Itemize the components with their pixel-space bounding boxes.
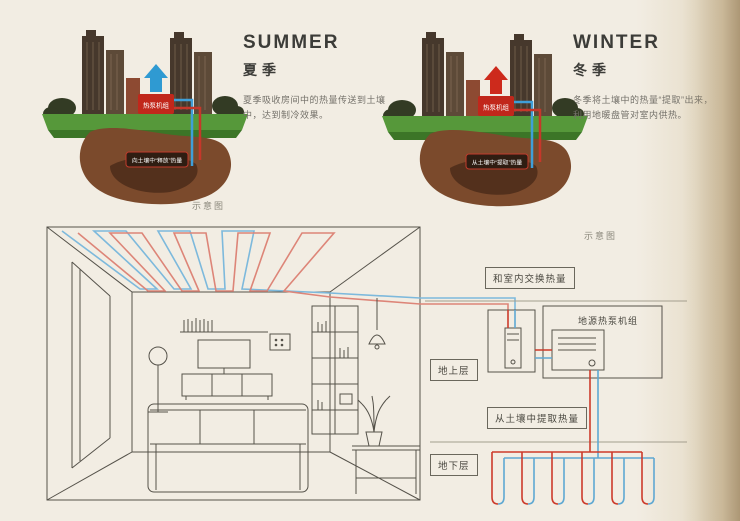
- winter-up-arrow-icon: [484, 66, 508, 94]
- summer-pump-label: 热泵机组: [143, 101, 170, 110]
- borehole-loops: [491, 451, 655, 505]
- winter-illustration: 热泵机组 从土壤中“提取”热量: [382, 32, 588, 207]
- summer-subtitle: 夏季: [243, 62, 281, 78]
- summer-title: SUMMER: [243, 32, 340, 53]
- wall-shelf-books: [180, 318, 268, 333]
- plant: [357, 395, 391, 447]
- bookshelf: [311, 305, 359, 435]
- summer-buildings: [82, 30, 212, 114]
- page-edge-shading: [682, 0, 740, 521]
- floor-lamp: [148, 346, 168, 413]
- indoor-unit: [487, 309, 536, 373]
- winter-text-block: WINTER 冬季 冬季将土壤中的热量“提取”出来， 利用地暖盘管对室内供热。: [573, 32, 723, 123]
- winter-soil-heat-label: 从土壤中“提取”热量: [465, 153, 529, 170]
- summer-illustration: 热泵机组 向土壤中“释放”热量: [42, 30, 248, 205]
- summer-schematic-caption: 示意图: [192, 201, 226, 211]
- wall-art: [269, 333, 291, 351]
- heat-pump-unit-label: 地源热泵机组: [578, 316, 639, 326]
- svg-text:向土壤中“释放”热量: 向土壤中“释放”热量: [132, 157, 182, 165]
- winter-description: 冬季将土壤中的热量“提取”出来， 利用地暖盘管对室内供热。: [573, 95, 713, 120]
- ceiling-coil-red: [77, 232, 509, 310]
- extract-heat-label: 从土壤中提取热量: [487, 407, 588, 429]
- winter-pump-label: 热泵机组: [483, 103, 510, 112]
- ceiling-coil-blue: [61, 230, 516, 310]
- summer-heat-pump-box: 热泵机组: [138, 94, 174, 114]
- summer-up-arrow-icon: [144, 64, 168, 92]
- svg-text:从土壤中“提取”热量: 从土壤中“提取”热量: [472, 159, 522, 167]
- summer-text-block: SUMMER 夏季 夏季吸收房间中的热量传送到土壤 中，达到制冷效果。: [243, 32, 393, 123]
- sofa: [147, 403, 309, 493]
- connection-pipes: [507, 310, 599, 458]
- winter-title: WINTER: [573, 32, 660, 53]
- system-diagram: [46, 226, 687, 505]
- winter-heat-pump-box: 热泵机组: [478, 96, 514, 116]
- tv-console: [181, 339, 273, 400]
- exchange-heat-label: 和室内交换热量: [485, 267, 575, 289]
- below-ground-label: 地下层: [430, 454, 478, 476]
- summer-trees: [43, 96, 244, 121]
- room-outline: [46, 226, 421, 501]
- summer-description: 夏季吸收房间中的热量传送到土壤 中，达到制冷效果。: [243, 95, 386, 120]
- side-table: [352, 445, 420, 494]
- winter-subtitle: 冬季: [573, 62, 611, 78]
- summer-soil-heat-label: 向土壤中“释放”热量: [125, 151, 189, 168]
- winter-buildings: [422, 32, 552, 116]
- pendant-lamp-icon: [368, 298, 386, 350]
- above-ground-label: 地上层: [430, 359, 478, 381]
- winter-schematic-caption: 示意图: [584, 231, 618, 241]
